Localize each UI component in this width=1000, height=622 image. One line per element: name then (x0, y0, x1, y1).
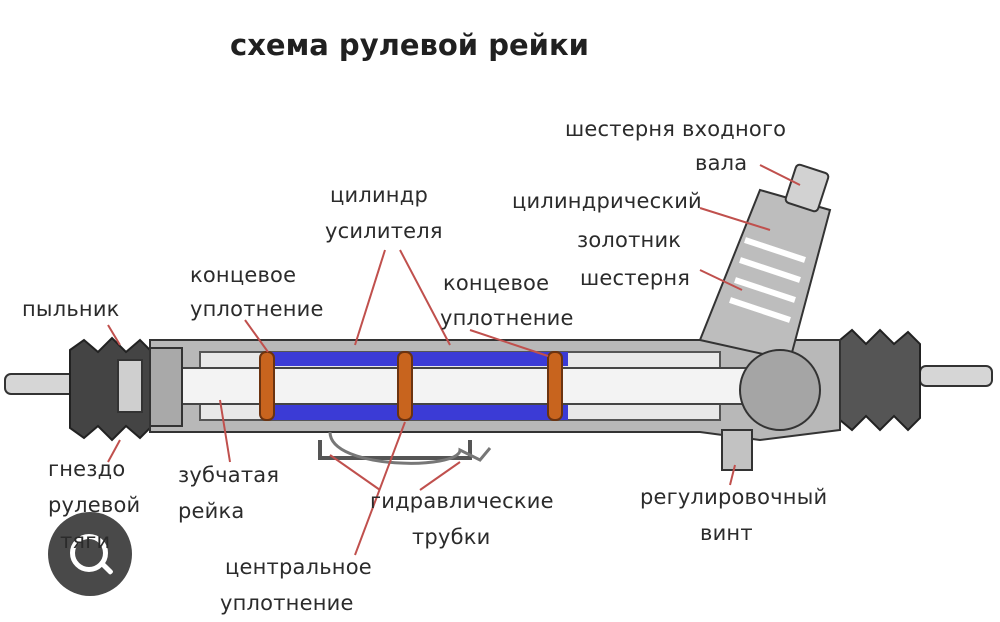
label-adjust-line2: винт (700, 521, 753, 545)
end-seal-right (547, 351, 563, 421)
diagram-title: схема рулевой рейки (230, 28, 589, 62)
lens-search-icon[interactable] (48, 512, 132, 596)
left-nut-1 (117, 359, 143, 413)
label-rack-line1: зубчатая (178, 463, 280, 487)
hydraulic-tube-2 (328, 431, 492, 465)
label-input-pinion-line1: шестерня входного (565, 117, 787, 141)
label-center-seal-line1: центральное (225, 555, 372, 579)
label-end-seal-left-line2: уплотнение (190, 297, 324, 321)
label-end-seal-right-line1: концевое (443, 271, 550, 295)
label-spool-line2: золотник (577, 228, 682, 252)
label-rack-line2: рейка (178, 499, 245, 523)
left-nut-2 (149, 347, 183, 427)
label-tubes-line1: гидравлические (370, 489, 554, 513)
label-adjust-line1: регулировочный (640, 485, 828, 509)
fluid-top (268, 352, 568, 366)
label-socket-line3: тяги (60, 529, 111, 553)
lens-handle (100, 561, 114, 576)
label-boot: пыльник (22, 297, 120, 321)
label-socket-line1: гнездо (48, 457, 126, 481)
label-end-seal-right-line2: уплотнение (440, 306, 574, 330)
center-seal (397, 351, 413, 421)
label-end-seal-left-line1: концевое (190, 263, 297, 287)
label-spool-line1: цилиндрический (512, 189, 702, 213)
label-tubes-line2: трубки (412, 525, 491, 549)
right-boot (839, 328, 921, 432)
leader-lines (107, 164, 801, 556)
lens-ring (70, 534, 108, 572)
hydraulic-tube-1 (318, 440, 472, 460)
right-tie-rod (919, 365, 993, 387)
fluid-bottom (268, 404, 568, 420)
end-seal-left (259, 351, 275, 421)
label-center-seal-line2: уплотнение (220, 591, 354, 615)
adjusting-screw (721, 429, 753, 471)
valve-body (698, 163, 832, 431)
label-cylinder-line1: цилиндр (330, 183, 428, 207)
label-cylinder-line2: усилителя (325, 219, 443, 243)
label-pinion: шестерня (580, 266, 691, 290)
label-input-pinion-line2: вала (695, 151, 748, 175)
rack-bar (149, 367, 791, 405)
